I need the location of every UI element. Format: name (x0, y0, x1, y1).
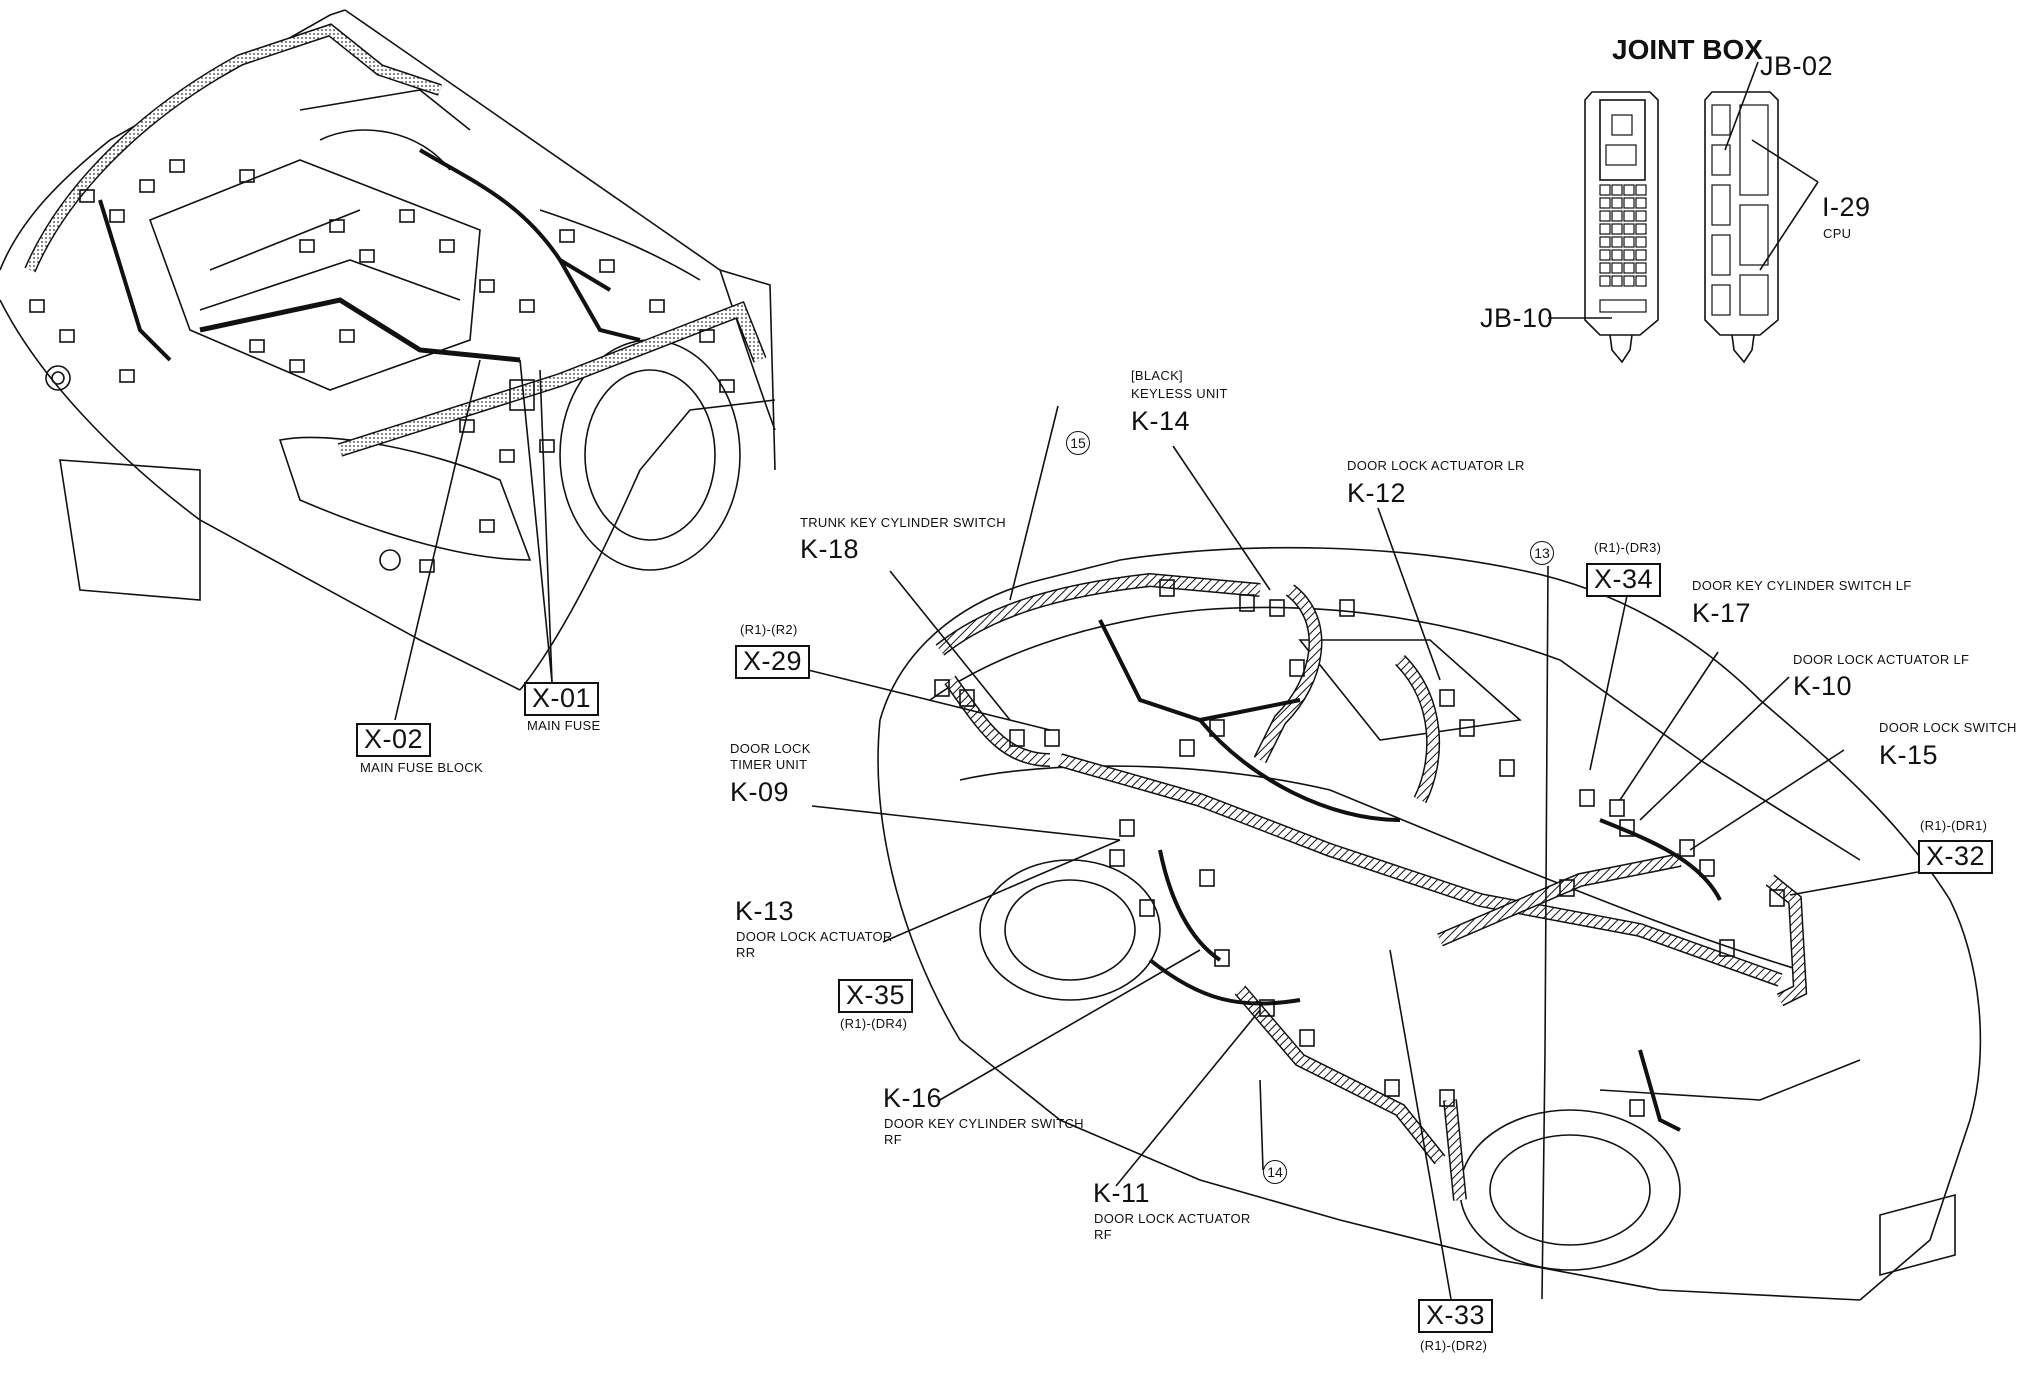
x02-desc: MAIN FUSE BLOCK (360, 760, 483, 775)
body-harness-view (795, 405, 1982, 1301)
k09-label: K-09 (730, 777, 790, 807)
k11-desc-line1: DOOR LOCK ACTUATOR (1094, 1211, 1251, 1226)
k09-desc-line2: TIMER UNIT (730, 757, 808, 772)
i29-desc: CPU (1823, 226, 1852, 241)
circle-15-marker: 15 (1066, 431, 1090, 455)
k11-label: K-11 (1093, 1178, 1151, 1208)
circle-13-marker: 13 (1530, 541, 1554, 565)
x01-desc: MAIN FUSE (527, 718, 601, 733)
k14-desc: KEYLESS UNIT (1131, 386, 1228, 401)
k11-desc-line2: RF (1094, 1227, 1112, 1242)
k17-desc: DOOR KEY CYLINDER SWITCH LF (1692, 578, 1912, 593)
k13-desc-line2: RR (736, 945, 756, 960)
k16-label: K-16 (883, 1083, 943, 1113)
k16-desc-line1: DOOR KEY CYLINDER SWITCH (884, 1116, 1084, 1131)
x33-label: X-33 (1418, 1299, 1494, 1333)
k13-desc-line1: DOOR LOCK ACTUATOR (736, 929, 893, 944)
k14-label: K-14 (1131, 406, 1191, 436)
i29-label: I-29 (1822, 192, 1871, 222)
k16-desc-line2: RF (884, 1132, 902, 1147)
k17-label: K-17 (1692, 598, 1752, 628)
k18-desc: TRUNK KEY CYLINDER SWITCH (800, 515, 1006, 530)
k15-desc: DOOR LOCK SWITCH (1879, 720, 2017, 735)
jb10-label: JB-10 (1480, 303, 1554, 333)
k13-label: K-13 (735, 896, 795, 926)
k14-color: [BLACK] (1131, 368, 1183, 383)
x02-label: X-02 (356, 723, 432, 757)
x33-code: (R1)-(DR2) (1420, 1338, 1488, 1353)
jb02-label: JB-02 (1760, 51, 1834, 81)
x34-label: X-34 (1586, 563, 1662, 597)
circle-14-marker: 14 (1263, 1160, 1287, 1184)
joint-box-drawing (1548, 61, 1819, 364)
engine-bay-view (0, 9, 776, 721)
k12-label: K-12 (1347, 478, 1407, 508)
k15-label: K-15 (1879, 740, 1939, 770)
k18-label: K-18 (800, 534, 860, 564)
k12-desc: DOOR LOCK ACTUATOR LR (1347, 458, 1525, 473)
joint-box-title: JOINT BOX (1612, 34, 1763, 65)
x29-label: X-29 (735, 645, 811, 679)
k10-label: K-10 (1793, 671, 1853, 701)
x32-code: (R1)-(DR1) (1920, 818, 1988, 833)
x34-code: (R1)-(DR3) (1594, 540, 1662, 555)
x35-code: (R1)-(DR4) (840, 1016, 908, 1031)
x32-label: X-32 (1918, 840, 1994, 874)
x35-label: X-35 (838, 979, 914, 1013)
x01-label: X-01 (524, 682, 600, 716)
k10-desc: DOOR LOCK ACTUATOR LF (1793, 652, 1970, 667)
k09-desc-line1: DOOR LOCK (730, 741, 811, 756)
x29-code: (R1)-(R2) (740, 622, 798, 637)
